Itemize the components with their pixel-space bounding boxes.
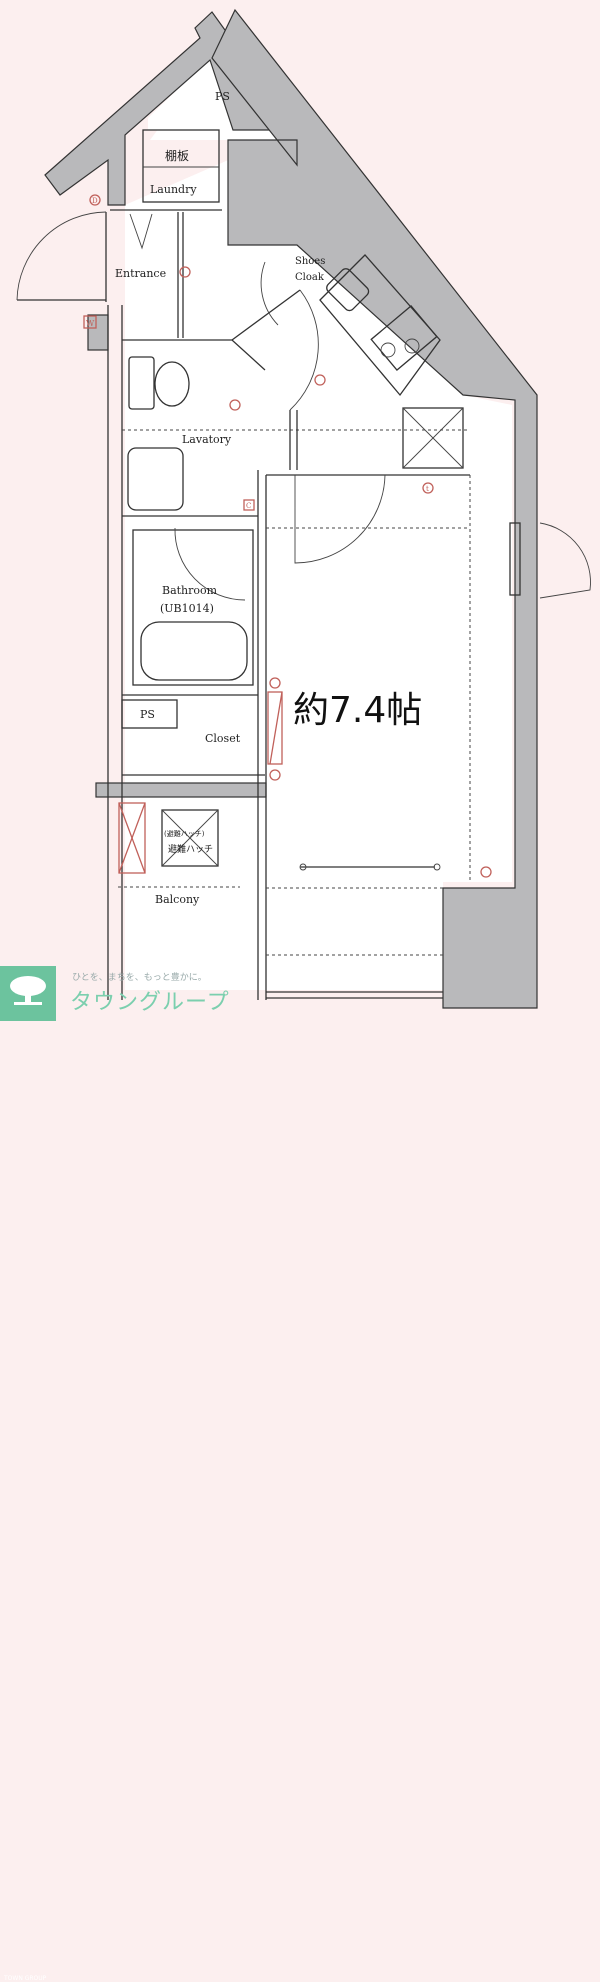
room-area-label: 約7.4帖 [293, 690, 422, 731]
floor-plan: D W C t PS 棚板 Laundry Entrance Shoes Clo… [16, 8, 591, 1009]
ps-shaft [121, 699, 178, 729]
fridge-space [402, 407, 464, 469]
logo-name: タウングループ [70, 990, 230, 1015]
laundry-label: Laundry [150, 183, 197, 196]
washer-w-label: W [86, 319, 95, 328]
bathroom-unit [132, 529, 254, 686]
closet-label: Closet [205, 732, 241, 745]
entrance-door[interactable] [16, 211, 107, 301]
bathroom-label: Bathroom [162, 584, 218, 597]
lavatory-label: Lavatory [182, 433, 232, 446]
side-door[interactable] [539, 522, 591, 599]
stove [370, 305, 438, 371]
evacuation-hatch [161, 809, 219, 867]
sink [326, 268, 370, 312]
lavatory-door[interactable] [289, 289, 319, 411]
washbasin [127, 447, 184, 511]
bathtub [140, 621, 248, 681]
logo-english: TOWN GROUP [4, 1975, 47, 1982]
hatch-label-2: 避難ハッチ [168, 843, 213, 855]
t-mark-label: t [426, 485, 429, 493]
balcony-label: Balcony [155, 893, 200, 906]
shelf-label: 棚板 [165, 148, 189, 163]
shoes-label: Shoes [295, 256, 325, 267]
door-d-label: D [92, 197, 98, 205]
door-d-mark [89, 194, 101, 206]
bathroom-unit-label: (UB1014) [160, 602, 214, 615]
toilet-tank [128, 356, 155, 410]
tree-icon [10, 976, 46, 1005]
cloak-label: Cloak [295, 272, 325, 283]
entrance-label: Entrance [115, 267, 166, 280]
logo-tagline: ひとを、まちを、もっと豊かに。 [72, 973, 207, 983]
hatch-label-1: (避難ハッチ) [164, 829, 205, 838]
c-mark-label: C [246, 502, 251, 510]
toilet [154, 361, 190, 407]
ps-bottom-label: PS [140, 708, 155, 721]
wall-right [211, 8, 538, 1009]
company-logo: TOWN GROUP [0, 966, 56, 1982]
ps-top-label: PS [215, 90, 230, 103]
floor-area [125, 60, 512, 990]
